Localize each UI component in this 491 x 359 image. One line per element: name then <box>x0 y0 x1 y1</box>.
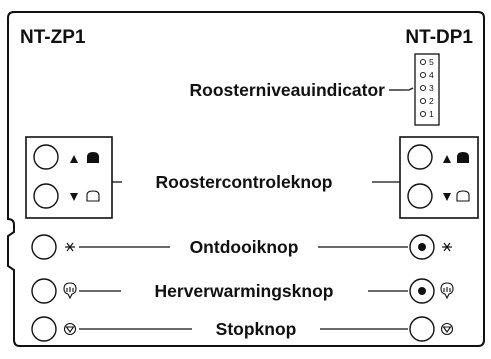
open-square-icon <box>456 190 470 202</box>
level-1: 1 <box>419 109 434 119</box>
grate-up-button-left[interactable] <box>33 144 99 170</box>
level-4: 4 <box>419 70 434 80</box>
level-number: 4 <box>429 70 434 80</box>
level-dot-icon <box>419 58 427 66</box>
grate-up-button-right[interactable] <box>407 144 469 170</box>
level-indicator-label: Roosterniveauindicator <box>190 80 386 100</box>
open-square-icon <box>86 190 100 202</box>
level-number: 5 <box>429 57 434 67</box>
stop-icon <box>63 322 77 336</box>
stop-button-left[interactable] <box>31 316 57 342</box>
level-dot-icon <box>419 97 427 105</box>
reheat-row: Herverwarmingsknop <box>31 278 454 304</box>
level-dot-icon <box>419 71 427 79</box>
level-number: 1 <box>429 109 434 119</box>
stop-label: Stopknop <box>216 319 297 339</box>
triangle-down-icon <box>70 193 78 201</box>
button-circle[interactable] <box>33 183 59 209</box>
grate-level-indicator: 5 4 3 2 1 <box>414 53 440 126</box>
grate-control-right <box>399 136 479 219</box>
reheat-label: Herverwarmingsknop <box>155 281 334 301</box>
reheat-icon <box>440 282 454 300</box>
reheat-icon <box>63 282 77 300</box>
button-circle[interactable] <box>407 144 433 170</box>
indicator-led-icon <box>418 287 426 295</box>
button-circle[interactable] <box>407 183 433 209</box>
grate-down-button-left[interactable] <box>33 183 100 209</box>
level-dot-icon <box>419 110 427 118</box>
reheat-button-left[interactable] <box>31 278 57 304</box>
model-right-label: NT-DP1 <box>405 27 473 48</box>
level-number: 3 <box>429 83 434 93</box>
level-dot-icon <box>419 84 427 92</box>
button-circle[interactable] <box>33 144 59 170</box>
defrost-label: Ontdooiknop <box>190 237 299 257</box>
filled-square-icon <box>457 152 469 163</box>
triangle-up-icon <box>70 155 78 163</box>
stop-row: Stopknop <box>31 316 454 342</box>
triangle-up-icon <box>443 155 451 163</box>
model-left-label: NT-ZP1 <box>20 27 86 48</box>
level-5: 5 <box>419 57 434 67</box>
level-indicator-box <box>414 53 440 126</box>
filled-square-icon <box>87 152 99 163</box>
level-number: 2 <box>429 96 434 106</box>
stop-icon <box>440 322 454 336</box>
level-3: 3 <box>419 83 434 93</box>
triangle-down-icon <box>443 193 451 201</box>
grate-control-left <box>25 136 113 219</box>
snowflake-icon <box>65 242 75 252</box>
defrost-button-left[interactable] <box>31 234 57 260</box>
snowflake-icon <box>442 242 452 252</box>
grate-down-button-right[interactable] <box>407 183 470 209</box>
panel-frame <box>7 11 485 347</box>
indicator-led-icon <box>418 243 426 251</box>
grate-control-label: Roostercontroleknop <box>156 172 333 192</box>
stop-button-right[interactable] <box>409 316 435 342</box>
leader-line <box>403 87 414 91</box>
defrost-row: Ontdooiknop <box>31 234 452 260</box>
level-2: 2 <box>419 96 434 106</box>
